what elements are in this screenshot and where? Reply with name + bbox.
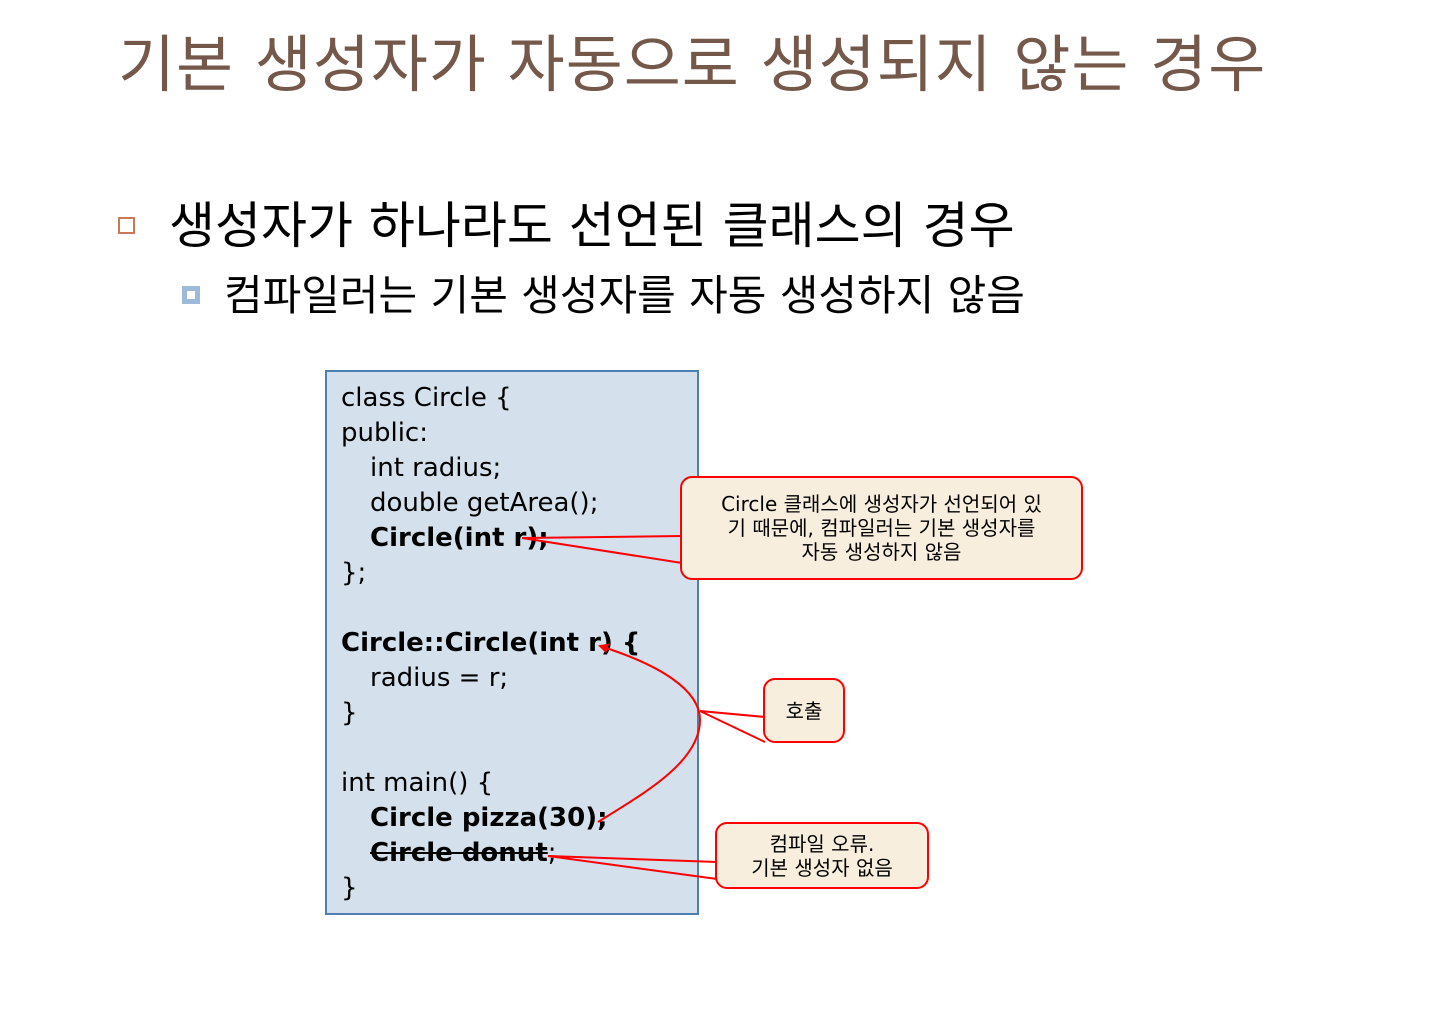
code-line: public:	[341, 418, 428, 448]
bullet-level1-text: 생성자가 하나라도 선언된 클래스의 경우	[169, 197, 1015, 255]
square-bullet-icon	[118, 216, 135, 234]
callout-text: Circle 클래스에 생성자가 선언되어 있	[721, 492, 1042, 516]
code-semicolon: ;	[547, 838, 557, 868]
callout-constructor-declared: Circle 클래스에 생성자가 선언되어 있 기 때문에, 컴파일러는 기본 …	[680, 476, 1083, 580]
code-line: int radius;	[370, 453, 502, 483]
code-line: class Circle {	[341, 383, 512, 413]
callout-text: 기본 생성자 없음	[751, 855, 893, 880]
code-line: }	[341, 698, 358, 728]
bullet-level2-text: 컴파일러는 기본 생성자를 자동 생성하지 않음	[224, 271, 1025, 320]
code-line-constructor-def: Circle::Circle(int r) {	[341, 628, 641, 658]
code-line: int main() {	[341, 768, 494, 798]
callout-text: 자동 생성하지 않음	[801, 540, 962, 564]
struck-code: Circle donut	[370, 838, 548, 868]
code-box: class Circle { public: int radius; doubl…	[325, 370, 699, 915]
callout-text: 호출	[785, 698, 823, 723]
code-line: }	[341, 873, 358, 903]
callout-text: 컴파일 오류.	[769, 831, 875, 856]
callout-text: 기 때문에, 컴파일러는 기본 생성자를	[727, 516, 1036, 540]
callout-pointer-call	[699, 710, 766, 743]
code-line: };	[341, 558, 367, 588]
code-line: radius = r;	[370, 663, 509, 693]
code-line-pizza: Circle pizza(30);	[370, 803, 608, 833]
bullet-level1: 생성자가 하나라도 선언된 클래스의 경우	[118, 186, 1015, 258]
callout-call: 호출	[763, 678, 845, 743]
code-line-donut: Circle donut;	[370, 838, 557, 868]
code-line-constructor-decl: Circle(int r);	[370, 523, 549, 553]
callout-compile-error: 컴파일 오류. 기본 생성자 없음	[715, 822, 929, 889]
slide-title: 기본 생성자가 자동으로 생성되지 않는 경우	[118, 28, 1267, 101]
code-line: double getArea();	[370, 488, 599, 518]
bullet-level2: 컴파일러는 기본 생성자를 자동 생성하지 않음	[182, 262, 1025, 323]
filled-square-bullet-icon	[182, 285, 200, 304]
